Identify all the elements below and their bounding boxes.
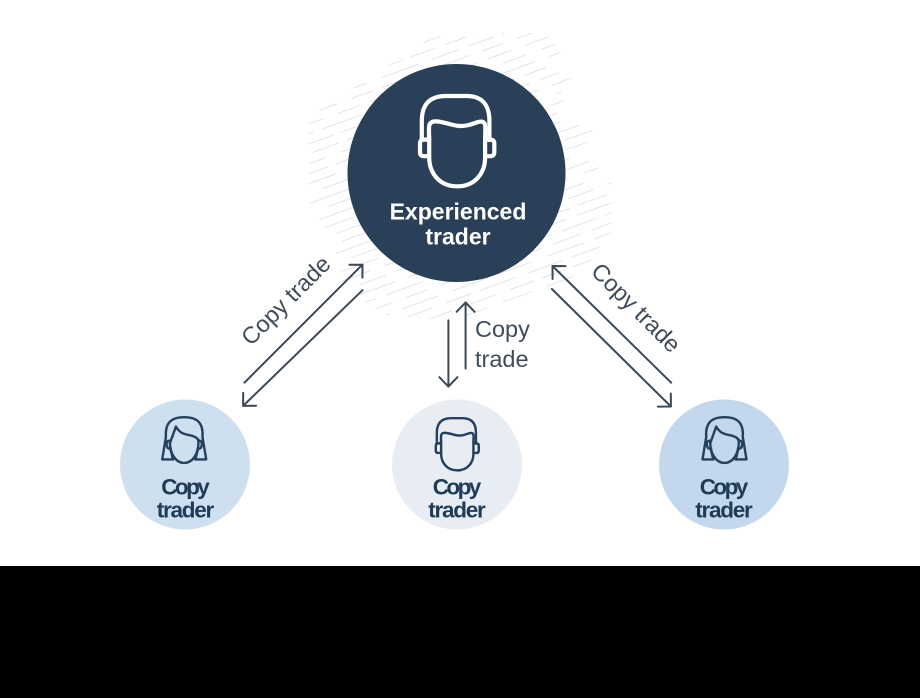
svg-text:Copy: Copy (700, 474, 749, 499)
svg-text:trader: trader (425, 224, 490, 250)
svg-text:Experienced: Experienced (390, 199, 527, 225)
svg-text:trade: trade (475, 346, 529, 372)
svg-text:trader: trader (428, 498, 486, 523)
svg-text:trader: trader (157, 498, 215, 523)
svg-text:Copy: Copy (433, 474, 482, 499)
svg-text:trader: trader (695, 498, 753, 523)
svg-text:Copy: Copy (475, 316, 530, 342)
svg-text:Copy: Copy (161, 474, 210, 499)
